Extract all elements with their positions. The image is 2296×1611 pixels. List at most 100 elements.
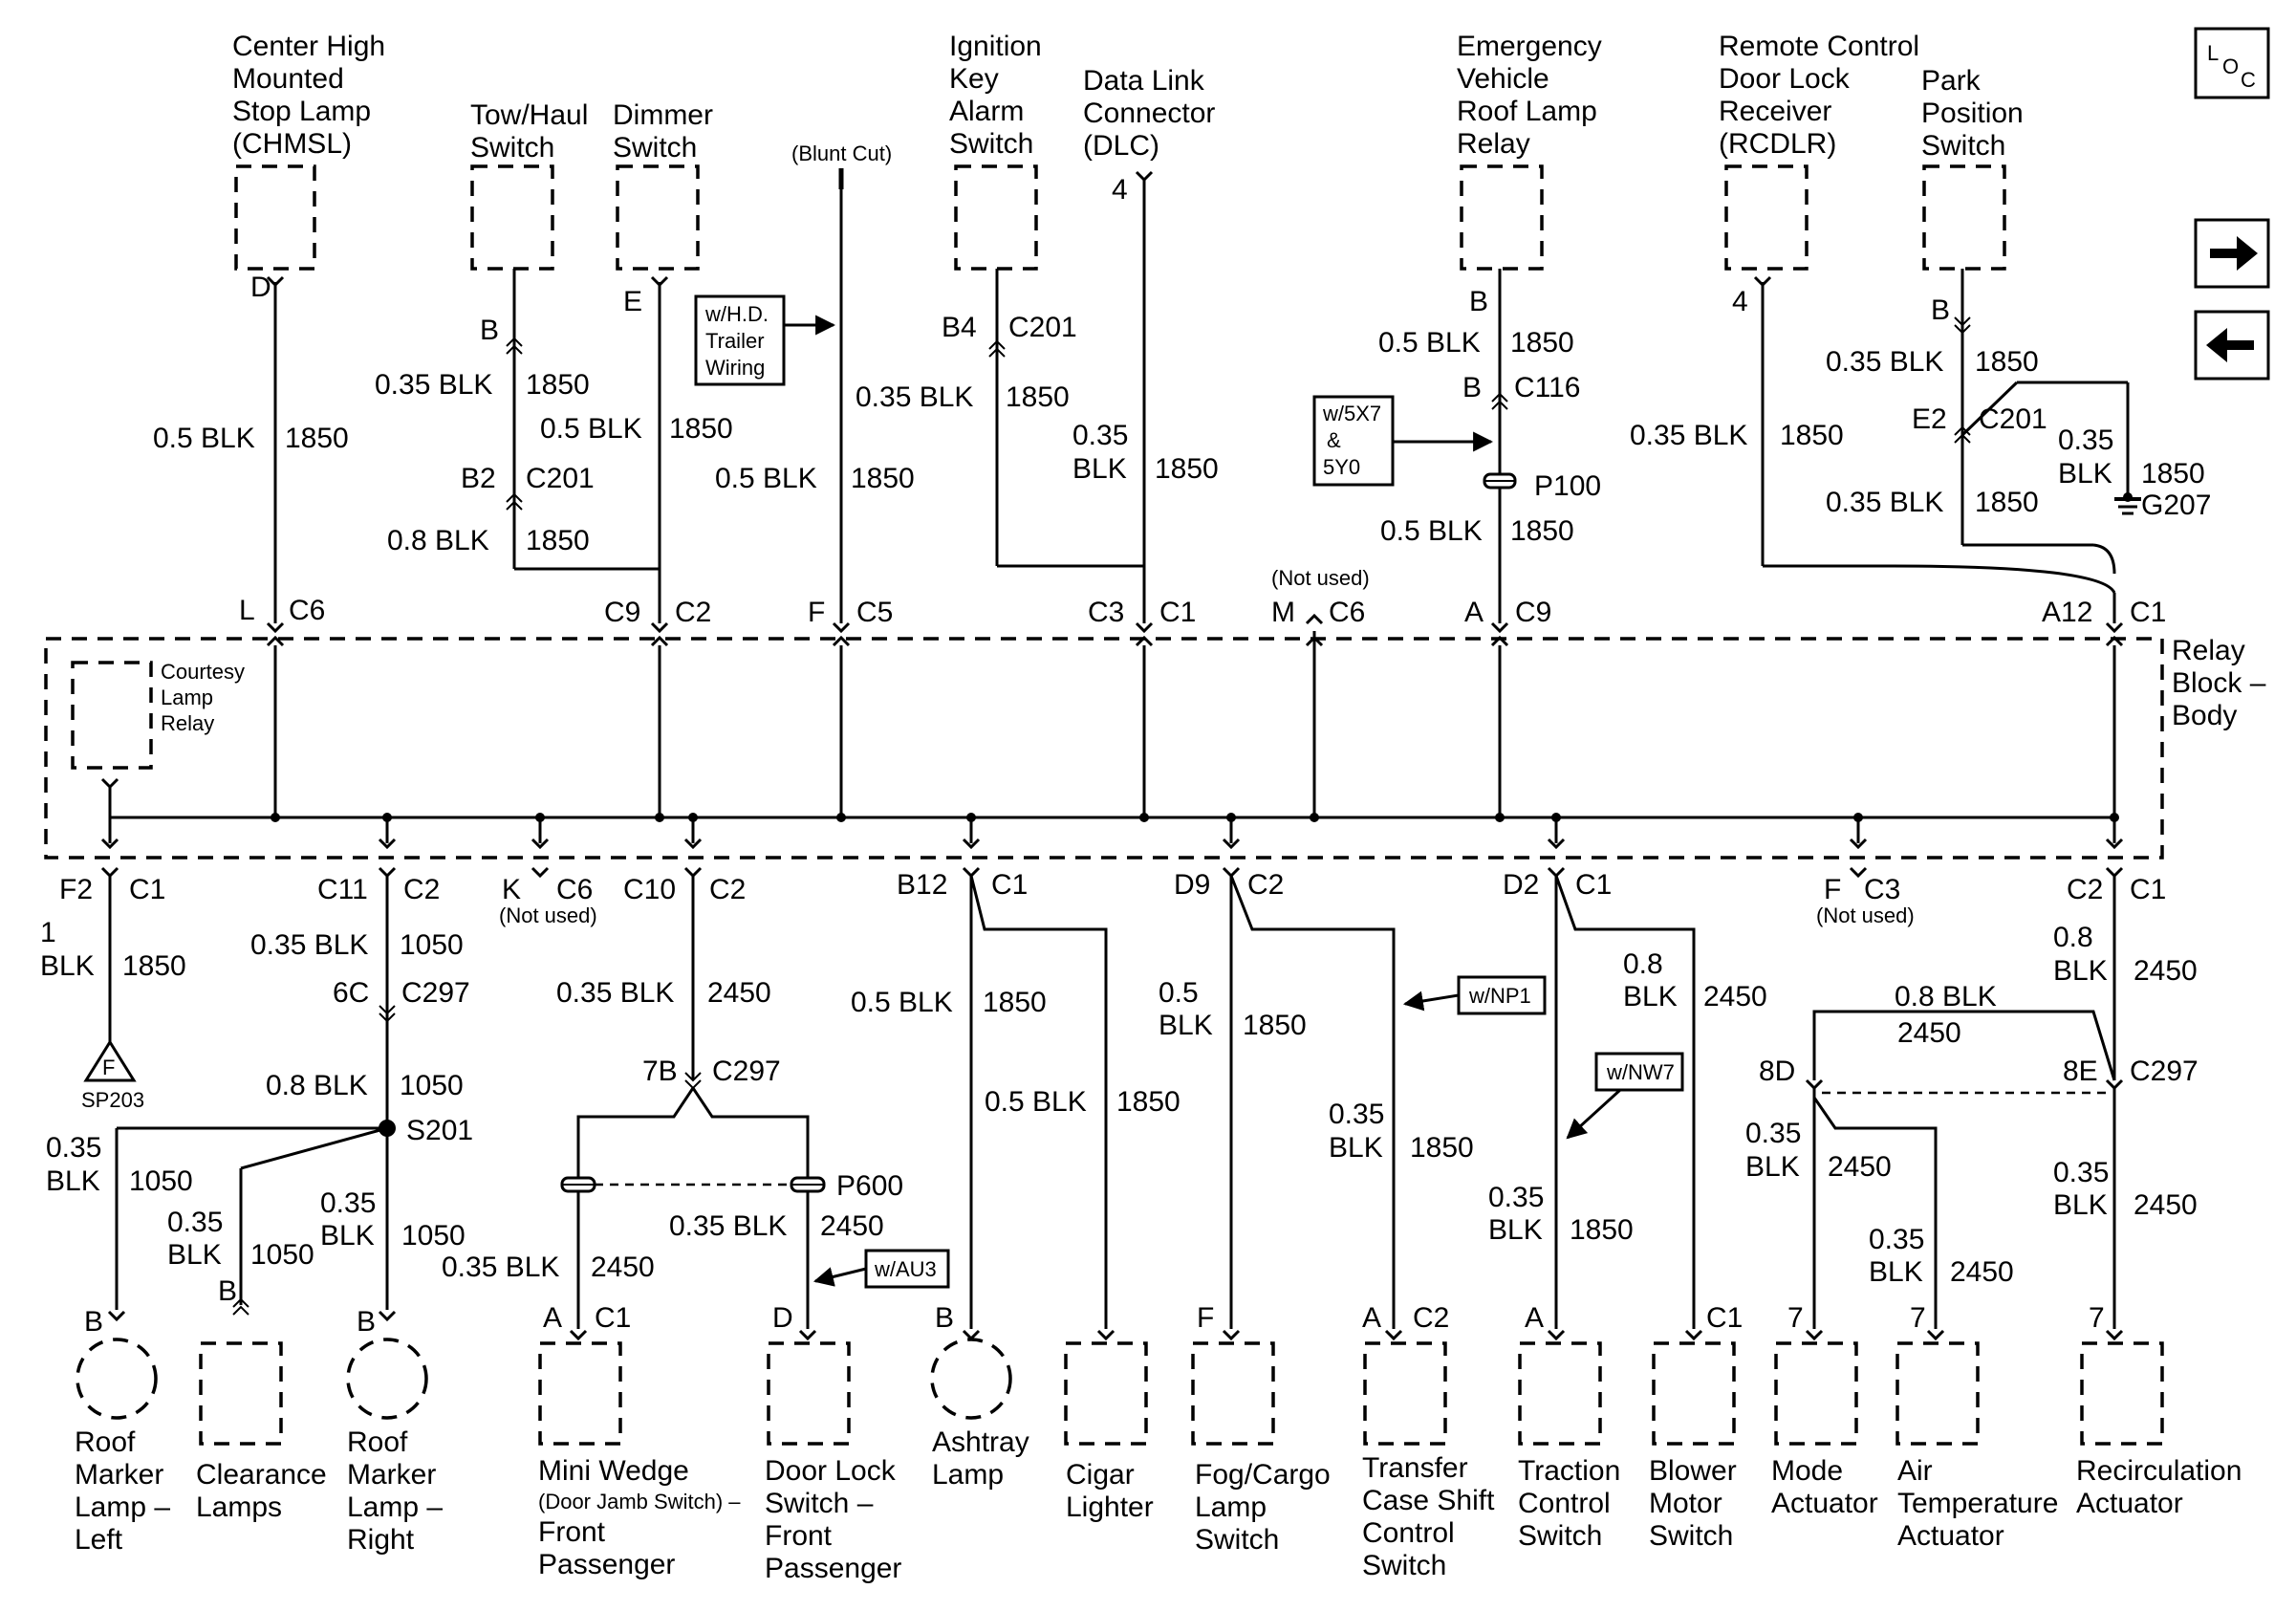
svg-text:1850: 1850 bbox=[2141, 458, 2205, 490]
svg-text:F2: F2 bbox=[59, 874, 93, 905]
svg-text:4: 4 bbox=[1112, 174, 1128, 206]
svg-text:A: A bbox=[543, 1302, 562, 1334]
svg-text:SP203: SP203 bbox=[81, 1088, 144, 1112]
svg-text:BLK: BLK bbox=[2053, 955, 2108, 987]
ignition-key-box bbox=[954, 164, 1038, 271]
svg-text:7: 7 bbox=[1787, 1302, 1804, 1334]
svg-text:0.35: 0.35 bbox=[2058, 425, 2113, 456]
svg-text:BLK: BLK bbox=[1745, 1151, 1800, 1183]
svg-text:BLK: BLK bbox=[167, 1239, 222, 1271]
svg-text:1050: 1050 bbox=[250, 1239, 314, 1271]
svg-text:S201: S201 bbox=[406, 1115, 473, 1146]
svg-text:1850: 1850 bbox=[1155, 453, 1219, 485]
svg-text:C297: C297 bbox=[2130, 1056, 2199, 1087]
svg-text:B: B bbox=[218, 1275, 237, 1307]
svg-text:2450: 2450 bbox=[1897, 1017, 1961, 1049]
door-lock-switch-box bbox=[767, 1341, 851, 1446]
svg-text:B: B bbox=[1462, 372, 1482, 403]
svg-text:0.35: 0.35 bbox=[1329, 1099, 1384, 1130]
svg-text:B: B bbox=[1931, 294, 1950, 326]
svg-text:2450: 2450 bbox=[820, 1210, 884, 1242]
mini-wedge-label: Mini Wedge bbox=[538, 1455, 689, 1487]
svg-text:BLK: BLK bbox=[320, 1220, 375, 1252]
svg-text:B: B bbox=[935, 1302, 954, 1334]
svg-text:C2: C2 bbox=[675, 597, 711, 628]
svg-text:BLK: BLK bbox=[2058, 458, 2112, 490]
clearance-lamps-box bbox=[199, 1341, 283, 1446]
svg-text:7: 7 bbox=[2089, 1302, 2105, 1334]
svg-text:C1: C1 bbox=[991, 869, 1028, 901]
svg-text:B4: B4 bbox=[942, 312, 977, 343]
svg-text:D2: D2 bbox=[1503, 869, 1539, 901]
svg-text:0.8 BLK: 0.8 BLK bbox=[387, 525, 489, 556]
svg-text:0.35 BLK: 0.35 BLK bbox=[1630, 420, 1747, 451]
svg-text:1850: 1850 bbox=[1975, 487, 2039, 518]
svg-text:A: A bbox=[1464, 597, 1484, 628]
next-page-arrow-icon[interactable] bbox=[2194, 218, 2270, 289]
svg-text:0.5 BLK: 0.5 BLK bbox=[985, 1086, 1087, 1118]
svg-text:F: F bbox=[808, 597, 825, 628]
svg-text:P600: P600 bbox=[836, 1170, 903, 1202]
svg-text:(Not used): (Not used) bbox=[1271, 566, 1370, 590]
park-switch-box bbox=[1922, 164, 2006, 271]
loc-icon: L O C bbox=[2194, 27, 2270, 99]
chmsl-box bbox=[234, 164, 316, 271]
svg-text:0.8: 0.8 bbox=[1623, 948, 1663, 980]
svg-text:1850: 1850 bbox=[1780, 420, 1844, 451]
svg-text:1850: 1850 bbox=[122, 950, 186, 982]
svg-text:0.5 BLK: 0.5 BLK bbox=[1378, 327, 1481, 359]
svg-text:(Not used): (Not used) bbox=[1816, 903, 1915, 927]
au3-option: w/AU3 bbox=[874, 1257, 937, 1281]
svg-text:F: F bbox=[102, 1056, 115, 1079]
svg-text:0.5 BLK: 0.5 BLK bbox=[851, 987, 953, 1018]
svg-text:0.35: 0.35 bbox=[2053, 1157, 2109, 1188]
svg-text:0.35: 0.35 bbox=[320, 1187, 376, 1219]
svg-text:C1: C1 bbox=[129, 874, 165, 905]
svg-text:0.5 BLK: 0.5 BLK bbox=[1380, 515, 1483, 547]
svg-text:0.5 BLK: 0.5 BLK bbox=[153, 423, 255, 454]
svg-text:1850: 1850 bbox=[526, 525, 590, 556]
svg-text:0.35 BLK: 0.35 BLK bbox=[669, 1210, 787, 1242]
svg-text:C2: C2 bbox=[403, 874, 440, 905]
svg-text:BLK: BLK bbox=[1623, 981, 1678, 1012]
svg-text:2450: 2450 bbox=[1950, 1256, 2014, 1288]
svg-text:C1: C1 bbox=[1575, 869, 1612, 901]
svg-text:1050: 1050 bbox=[129, 1165, 193, 1197]
svg-text:1850: 1850 bbox=[1116, 1086, 1180, 1118]
previous-page-arrow-icon[interactable] bbox=[2194, 310, 2270, 381]
svg-text:C6: C6 bbox=[1329, 597, 1365, 628]
svg-text:0.35 BLK: 0.35 BLK bbox=[856, 381, 973, 413]
svg-text:A12: A12 bbox=[2042, 597, 2092, 628]
svg-text:(Not used): (Not used) bbox=[499, 903, 597, 927]
svg-text:B12: B12 bbox=[897, 869, 947, 901]
svg-text:1: 1 bbox=[40, 917, 56, 948]
recirc-actuator-box bbox=[2080, 1341, 2164, 1446]
svg-text:6C: 6C bbox=[333, 977, 369, 1009]
svg-text:B: B bbox=[357, 1306, 376, 1338]
svg-text:BLK: BLK bbox=[1329, 1132, 1383, 1164]
svg-text:4: 4 bbox=[1732, 286, 1748, 317]
rcdlr-box bbox=[1724, 164, 1809, 271]
svg-text:B: B bbox=[1469, 286, 1488, 317]
fog-cargo-switch-box bbox=[1191, 1341, 1275, 1446]
np1-option: w/NP1 bbox=[1468, 984, 1531, 1008]
svg-text:BLK: BLK bbox=[1159, 1010, 1213, 1041]
svg-text:C1: C1 bbox=[1706, 1302, 1743, 1334]
svg-text:A: A bbox=[1362, 1302, 1381, 1334]
mini-wedge-label-front: Front bbox=[538, 1516, 606, 1548]
svg-text:0.35 BLK: 0.35 BLK bbox=[1826, 487, 1943, 518]
svg-text:C11: C11 bbox=[317, 874, 368, 905]
svg-text:P100: P100 bbox=[1534, 470, 1601, 502]
svg-text:0.35 BLK: 0.35 BLK bbox=[375, 369, 492, 401]
